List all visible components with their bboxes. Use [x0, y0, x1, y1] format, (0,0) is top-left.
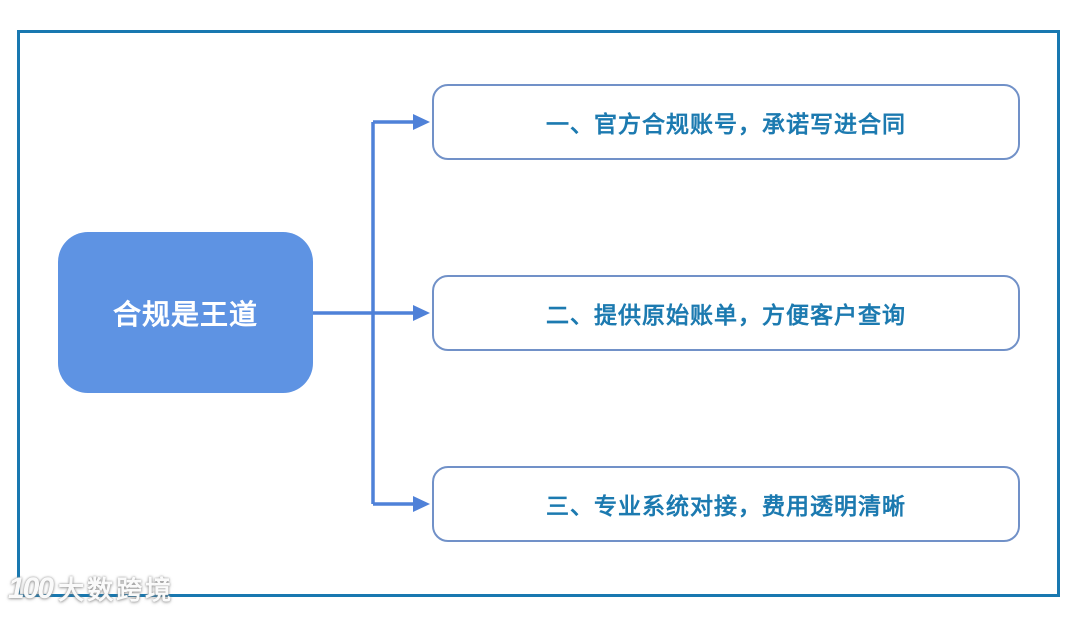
root-node: 合规是王道 — [58, 232, 313, 393]
branch-node-3: 三、专业系统对接，费用透明清晰 — [432, 466, 1020, 542]
watermark-logo-icon: 100 — [8, 571, 54, 605]
branch-node-3-label: 三、专业系统对接，费用透明清晰 — [546, 493, 906, 519]
watermark: 100 大数跨境 — [8, 570, 174, 607]
root-node-label: 合规是王道 — [112, 298, 258, 330]
branch-node-1: 一、官方合规账号，承诺写进合同 — [432, 84, 1020, 160]
watermark-brand-text: 大数跨境 — [58, 575, 175, 605]
branch-node-1-label: 一、官方合规账号，承诺写进合同 — [546, 111, 906, 137]
branch-node-2-label: 二、提供原始账单，方便客户查询 — [546, 302, 906, 328]
outer-border-frame — [17, 30, 1060, 597]
branch-node-2: 二、提供原始账单，方便客户查询 — [432, 275, 1020, 351]
